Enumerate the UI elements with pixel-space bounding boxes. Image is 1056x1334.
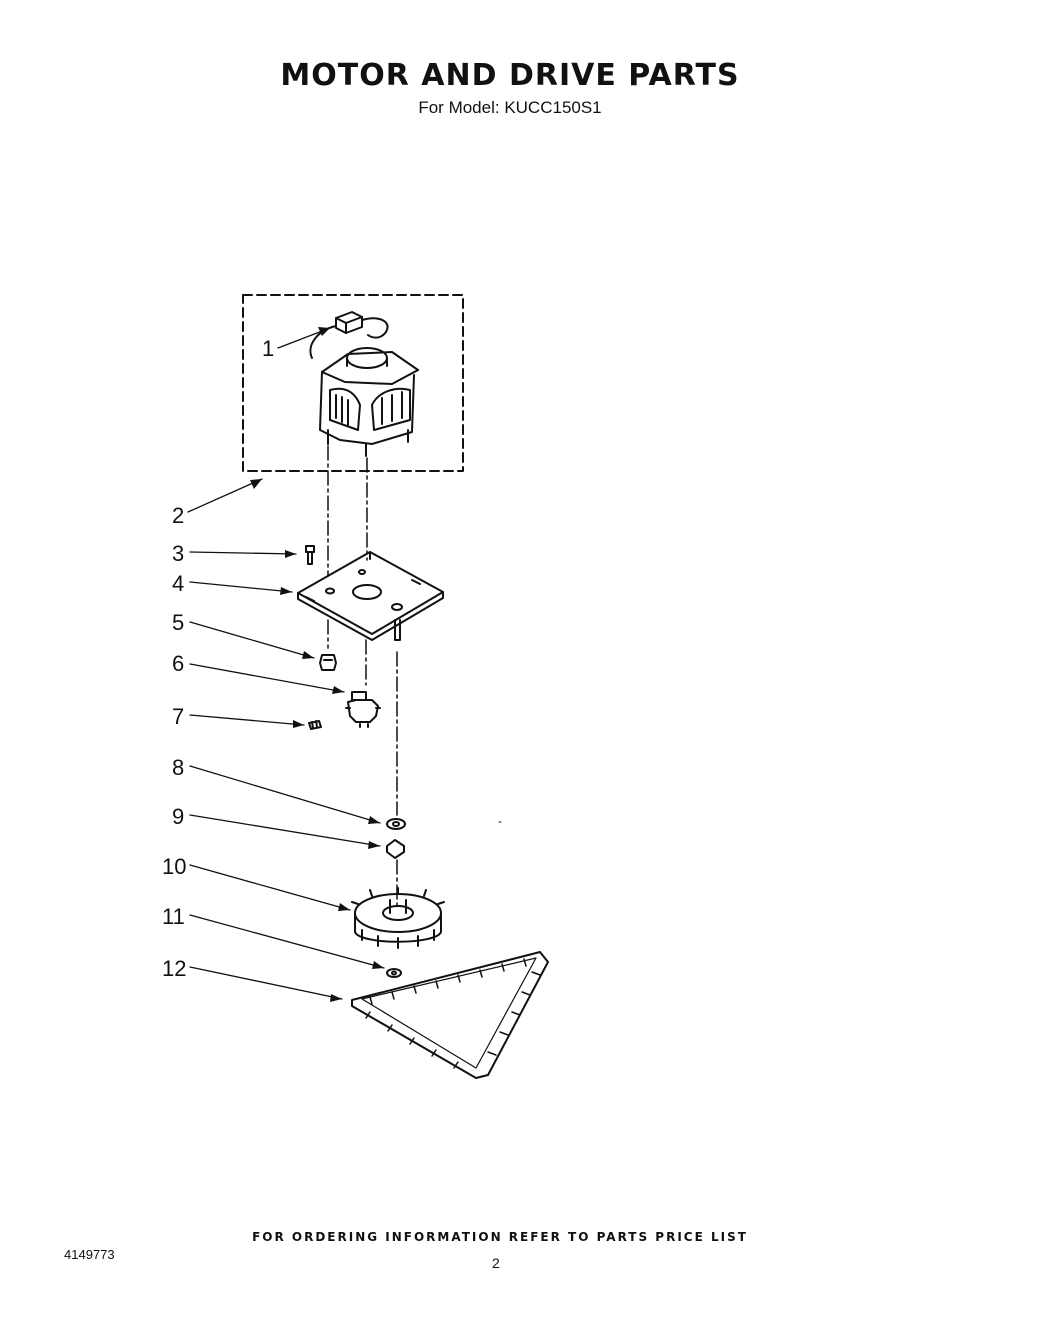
- part-9-spacer: [386, 839, 405, 859]
- callout-12: 12: [162, 956, 187, 981]
- leader-arrowheads: [250, 327, 384, 1002]
- callout-8: 8: [172, 755, 185, 780]
- page-number: 2: [492, 1255, 500, 1271]
- part-5-nut: [319, 654, 337, 671]
- part-1-terminal-block: [309, 311, 389, 359]
- page-title: MOTOR AND DRIVE PARTS: [280, 58, 740, 93]
- model-subtitle: For Model: KUCC150S1: [418, 98, 602, 117]
- part-3-screw: [305, 545, 315, 565]
- callout-4: 4: [172, 571, 185, 596]
- part-10-driven-sprocket: [351, 887, 445, 949]
- part-6-drive-sprocket: [345, 691, 381, 728]
- part-4-mounting-plate: [297, 551, 444, 641]
- part-2-motor: [319, 347, 419, 457]
- callout-1: 1: [262, 336, 275, 361]
- part-8-washer: [386, 818, 406, 830]
- callout-6: 6: [172, 651, 185, 676]
- callout-11: 11: [162, 904, 185, 929]
- callout-7: 7: [172, 704, 185, 729]
- part-12-drive-chain: [351, 951, 549, 1079]
- callout-2: 2: [172, 503, 185, 528]
- motor-assembly-box: [242, 294, 464, 472]
- callout-10: 10: [162, 854, 187, 879]
- ordering-note: FOR ORDERING INFORMATION REFER TO PARTS …: [252, 1230, 748, 1244]
- part-7-set-screw: [308, 720, 322, 730]
- callout-3: 3: [172, 541, 185, 566]
- document-number: 4149773: [64, 1247, 115, 1262]
- callout-5: 5: [172, 610, 185, 635]
- callout-9: 9: [172, 804, 185, 829]
- leader-lines: [187, 327, 385, 1000]
- alignment-lines: [327, 445, 398, 906]
- part-11-washer: [386, 968, 402, 978]
